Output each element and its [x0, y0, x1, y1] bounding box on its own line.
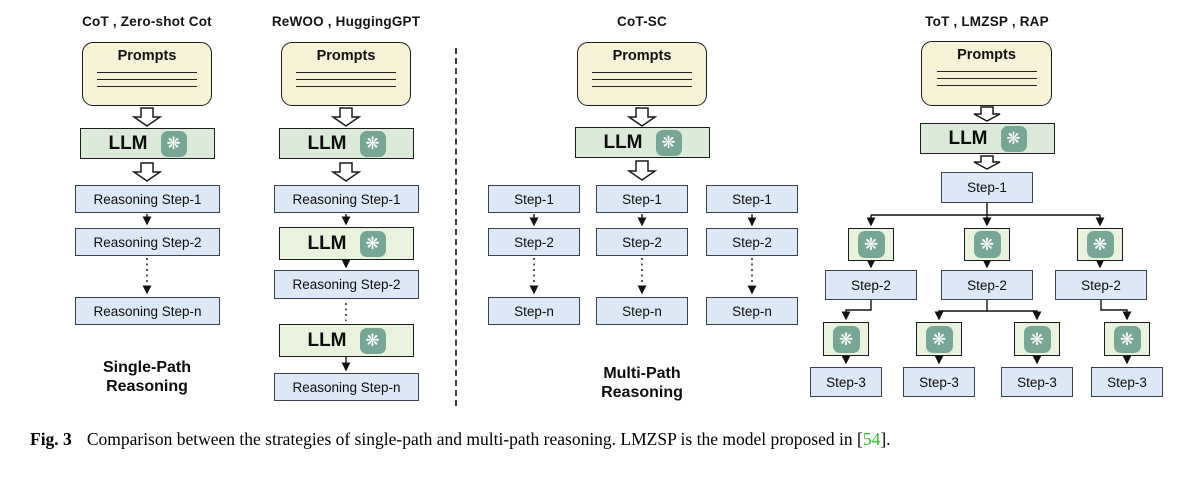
step-3-box: Step-3 [1001, 367, 1073, 397]
openai-logo-icon: ❋ [1000, 125, 1027, 152]
llm-label: LLM [948, 127, 988, 149]
step-n-box: Step-n [488, 297, 580, 325]
step-2-box: Step-2 [488, 228, 580, 256]
citation-bracket-open: [ [857, 429, 863, 449]
openai-logo-icon: ❋ [857, 231, 885, 258]
prompt-text-lines [296, 72, 396, 87]
column-header-rewoo: ReWOO , HuggingGPT [271, 14, 421, 29]
prompts-box: Prompts [921, 41, 1052, 106]
figure-caption: Fig. 3 Comparison between the strategies … [30, 429, 1180, 450]
openai-logo-icon: ❋ [160, 130, 187, 157]
caption-text: Comparison between the strategies of sin… [86, 429, 857, 449]
multi-path-reasoning-label: Multi-Path Reasoning [601, 365, 683, 401]
reasoning-step-2-box: Reasoning Step-2 [75, 228, 220, 256]
llm-node-box: ❋ [964, 228, 1010, 261]
citation-ref-54[interactable]: 54 [862, 429, 881, 449]
step-2-box: Step-2 [706, 228, 798, 256]
step-2-box: Step-2 [596, 228, 688, 256]
llm-label: LLM [307, 329, 347, 351]
column-header-cot: CoT , Zero-shot Cot [82, 14, 212, 29]
llm-box: LLM ❋ [279, 128, 414, 159]
llm-label: LLM [108, 132, 148, 154]
llm-node-box: ❋ [1077, 228, 1123, 261]
step-2-box: Step-2 [1055, 270, 1147, 300]
openai-logo-icon: ❋ [1113, 325, 1141, 353]
llm-box: LLM ❋ [279, 324, 414, 357]
prompts-box: Prompts [577, 42, 707, 106]
llm-node-box: ❋ [1014, 322, 1060, 356]
llm-node-box: ❋ [1104, 322, 1150, 356]
step-3-box: Step-3 [810, 367, 882, 397]
prompts-title: Prompts [957, 47, 1016, 63]
step-1-box: Step-1 [941, 172, 1033, 203]
prompt-text-lines [97, 72, 197, 87]
step-1-box: Step-1 [488, 185, 580, 213]
citation-bracket-close: ]. [880, 429, 891, 449]
llm-node-box: ❋ [848, 228, 894, 261]
llm-label: LLM [307, 232, 347, 254]
prompt-text-lines [592, 72, 692, 87]
prompts-title: Prompts [316, 48, 376, 64]
llm-box: LLM ❋ [80, 128, 215, 159]
reasoning-step-1-box: Reasoning Step-1 [75, 185, 220, 213]
openai-logo-icon: ❋ [973, 231, 1001, 258]
llm-node-box: ❋ [823, 322, 869, 356]
prompts-box: Prompts [82, 42, 212, 106]
llm-box: LLM ❋ [575, 127, 710, 158]
openai-logo-icon: ❋ [655, 129, 682, 156]
step-3-box: Step-3 [903, 367, 975, 397]
openai-logo-icon: ❋ [925, 325, 953, 353]
openai-logo-icon: ❋ [1023, 325, 1051, 353]
prompts-box: Prompts [281, 42, 411, 106]
openai-logo-icon: ❋ [359, 130, 386, 157]
step-1-box: Step-1 [706, 185, 798, 213]
openai-logo-icon: ❋ [359, 230, 386, 257]
step-n-box: Step-n [596, 297, 688, 325]
openai-logo-icon: ❋ [359, 327, 386, 354]
reasoning-step-1-box: Reasoning Step-1 [274, 185, 419, 213]
openai-logo-icon: ❋ [1086, 231, 1114, 258]
prompt-text-lines [936, 71, 1037, 86]
single-path-reasoning-label: Single-Path Reasoning [102, 359, 191, 395]
step-3-box: Step-3 [1091, 367, 1163, 397]
section-divider [455, 48, 457, 406]
prompts-title: Prompts [612, 48, 672, 64]
prompts-title: Prompts [117, 48, 177, 64]
column-header-cotsc: CoT-SC [617, 14, 667, 29]
llm-node-box: ❋ [916, 322, 962, 356]
reasoning-step-n-box: Reasoning Step-n [274, 373, 419, 401]
reasoning-step-n-box: Reasoning Step-n [75, 297, 220, 325]
column-header-tot: ToT , LMZSP , RAP [925, 14, 1049, 29]
llm-box: LLM ❋ [279, 227, 414, 260]
reasoning-step-2-box: Reasoning Step-2 [274, 270, 419, 299]
openai-logo-icon: ❋ [832, 325, 860, 353]
llm-box: LLM ❋ [920, 123, 1055, 154]
llm-label: LLM [603, 131, 643, 153]
figure-number: Fig. 3 [30, 429, 72, 449]
step-2-box: Step-2 [941, 270, 1033, 300]
llm-label: LLM [307, 132, 347, 154]
step-2-box: Step-2 [825, 270, 917, 300]
step-n-box: Step-n [706, 297, 798, 325]
step-1-box: Step-1 [596, 185, 688, 213]
